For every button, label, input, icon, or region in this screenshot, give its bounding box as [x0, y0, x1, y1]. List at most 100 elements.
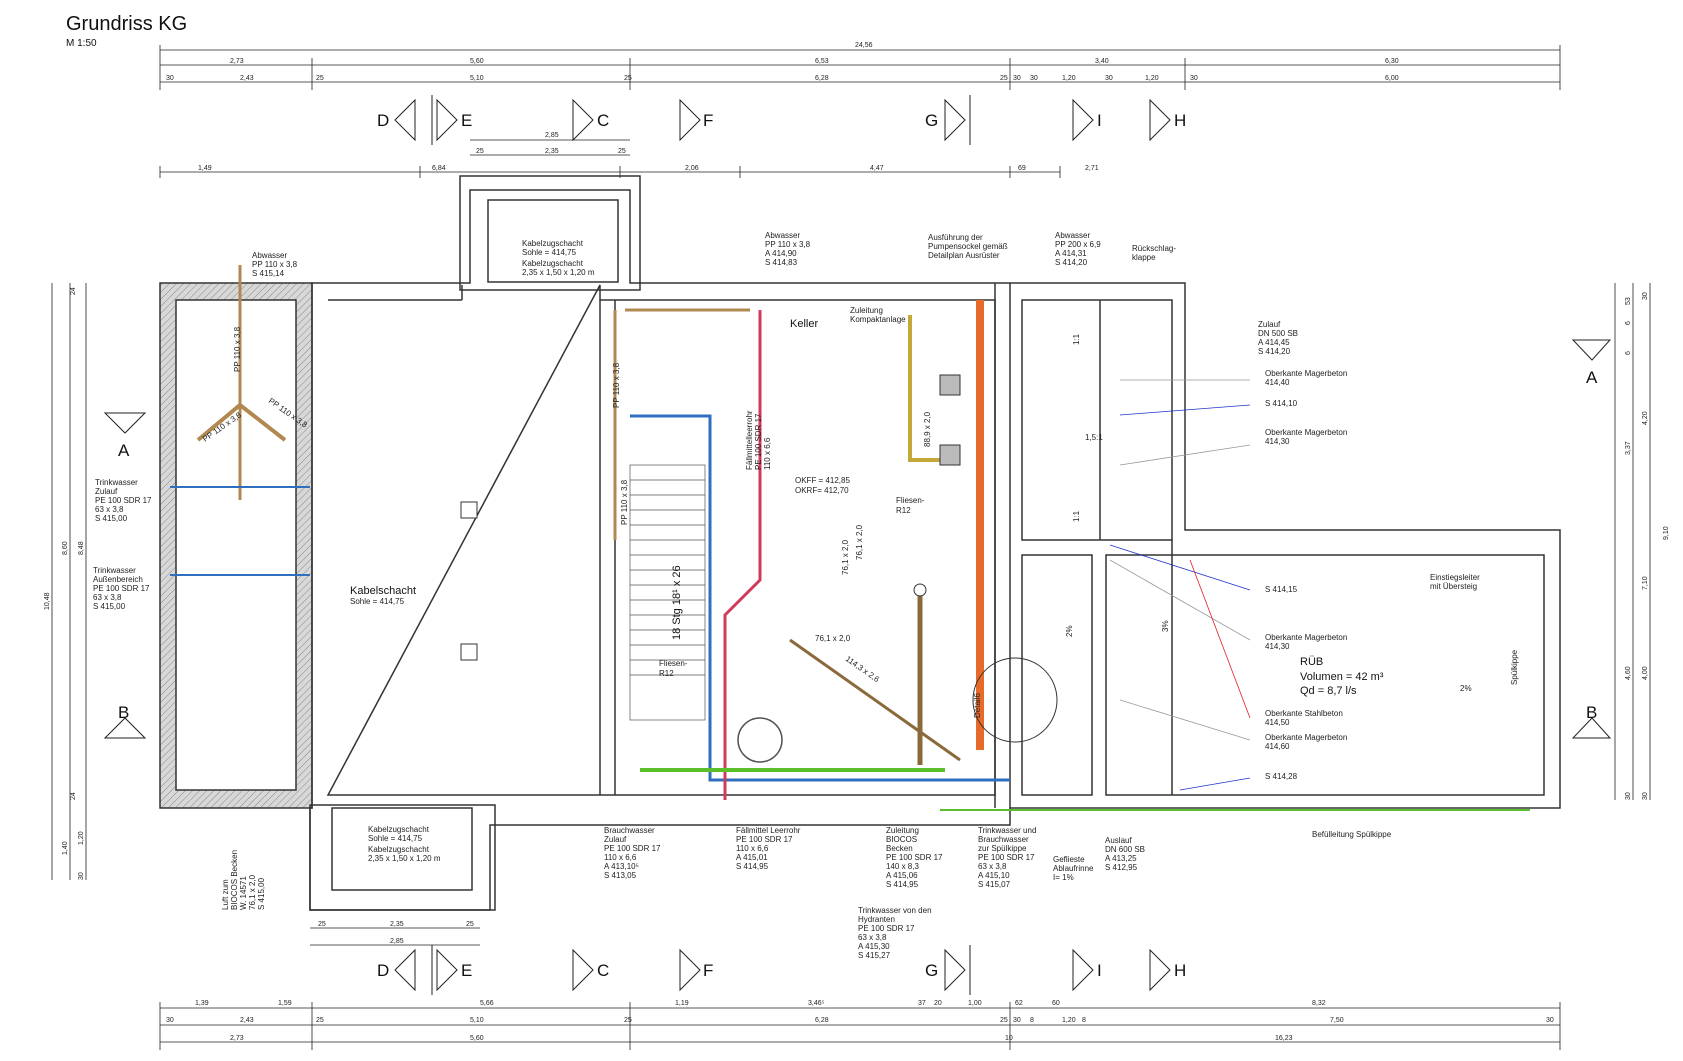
dim-top-r3-6: 2,71 — [1085, 165, 1099, 172]
section-label-d-bot: D — [377, 961, 389, 980]
section-label-i-bot: I — [1097, 961, 1102, 980]
bottom-dimensions — [159, 927, 1561, 1050]
leaders — [1109, 379, 1251, 791]
dim-bot-r3-1: 2,73 — [230, 1035, 244, 1042]
top-dimensions — [160, 49, 1560, 173]
plan-title: Grundriss KG — [66, 13, 187, 35]
svg-text:Befülleitung Spülkippe: Befülleitung Spülkippe — [1312, 830, 1392, 839]
rueb-volumen: Volumen = 42 m³ — [1300, 671, 1384, 683]
section-label-d-top: D — [377, 111, 389, 130]
dim-right-2: 3,37 — [1625, 441, 1632, 455]
dim-bot-r2-9: 8 — [1030, 1017, 1034, 1024]
dim-bot-r3-4: 16,23 — [1275, 1035, 1293, 1042]
svg-text:Detail6: Detail6 — [973, 693, 982, 718]
svg-text:2%: 2% — [1065, 625, 1074, 637]
dim-top-r2-10: 1,20 — [1062, 75, 1076, 82]
dim-bot-7: 20 — [934, 1000, 942, 1007]
dim-left-5: 1,20 — [78, 831, 85, 845]
pipes — [170, 265, 1530, 811]
section-label-a-right: A — [1586, 368, 1598, 387]
dim-bot-r2-13: 30 — [1546, 1017, 1554, 1024]
dim-top-r2-7: 25 — [1000, 75, 1008, 82]
dim-top-r2-14: 6,00 — [1385, 75, 1399, 82]
dim-top-r2-1: 30 — [166, 75, 174, 82]
dim-top-r2-12: 1,20 — [1145, 75, 1159, 82]
dim-top-2: 5,60 — [470, 58, 484, 65]
top-dim-ticks — [159, 45, 1561, 178]
rueb-qd: Qd = 8,7 l/s — [1300, 685, 1357, 697]
dim-shaft-top-3: 2,35 — [545, 148, 559, 155]
dim-top-r2-3: 25 — [316, 75, 324, 82]
dim-bot-r2-1: 30 — [166, 1017, 174, 1024]
dim-bot-2: 1,59 — [278, 1000, 292, 1007]
dim-right-7: 30 — [1642, 292, 1649, 300]
dim-bot-11: 8,32 — [1312, 1000, 1326, 1007]
dim-bot-8: 1,00 — [968, 1000, 982, 1007]
dim-bot-r2-3: 25 — [316, 1017, 324, 1024]
dim-left-8: 30 — [78, 872, 85, 880]
section-label-f-top: F — [703, 111, 713, 130]
dim-shaft-bot-4: 2,85 — [390, 938, 404, 945]
pump-1 — [939, 374, 961, 396]
svg-text:PP 110 x 3,8: PP 110 x 3,8 — [620, 479, 629, 525]
svg-text:PP 110 x 3,8: PP 110 x 3,8 — [612, 362, 621, 408]
section-label-b-right: B — [1586, 703, 1597, 722]
stair-label: 18 Stg 18¹ x 26 — [671, 565, 683, 640]
section-label-h-top: H — [1174, 111, 1186, 130]
svg-text:PP 110 x 3,8: PP 110 x 3,8 — [233, 326, 242, 372]
svg-text:76,1 x 2,0: 76,1 x 2,0 — [841, 539, 850, 575]
section-label-a-left: A — [118, 441, 130, 460]
svg-text:1:1: 1:1 — [1072, 333, 1081, 345]
svg-text:88,9 x 2,0: 88,9 x 2,0 — [923, 411, 932, 447]
section-label-i-top: I — [1097, 111, 1102, 130]
section-label-c-top: C — [597, 111, 609, 130]
svg-text:Fliesen-R12: Fliesen-R12 — [896, 496, 925, 515]
dim-left-3: 8,48 — [78, 541, 85, 555]
dim-bot-3: 5,66 — [480, 1000, 494, 1007]
dim-shaft-top-1: 2,85 — [545, 132, 559, 139]
dim-left-7: 24 — [70, 792, 77, 800]
dim-right-9: 53 — [1625, 297, 1632, 305]
dim-top-r2-6: 6,28 — [815, 75, 829, 82]
svg-text:1,5:1: 1,5:1 — [1085, 433, 1103, 442]
dim-right-12: 30 — [1625, 792, 1632, 800]
column-1 — [460, 501, 478, 519]
svg-text:S 414,10: S 414,10 — [1265, 399, 1298, 408]
plan-scale: M 1:50 — [66, 38, 97, 49]
dim-bot-9: 62 — [1015, 1000, 1023, 1007]
dim-bot-r2-7: 25 — [1000, 1017, 1008, 1024]
dim-bot-4: 1,19 — [675, 1000, 689, 1007]
dim-bot-10: 60 — [1052, 1000, 1060, 1007]
walls — [159, 175, 1561, 911]
dim-left-4: 1,40 — [62, 841, 69, 855]
detail6-marker — [972, 657, 1058, 743]
svg-text:S 414,28: S 414,28 — [1265, 772, 1298, 781]
svg-text:114,3 x 2,6: 114,3 x 2,6 — [844, 654, 882, 684]
dim-right-10: 6 — [1625, 321, 1632, 325]
dim-top-r3-2: 6,84 — [432, 165, 446, 172]
dim-bot-r2-5: 25 — [624, 1017, 632, 1024]
dim-bot-6: 37 — [918, 1000, 926, 1007]
svg-text:76,1 x 2,0: 76,1 x 2,0 — [815, 634, 851, 643]
dim-right-4: 7,10 — [1642, 576, 1649, 590]
pipe-end — [913, 583, 927, 597]
dim-right-3: 4,20 — [1642, 411, 1649, 425]
svg-text:Luft zumBIOCOS BeckenW. 145717: Luft zumBIOCOS BeckenW. 1457176,1 x 2,0S… — [221, 850, 266, 910]
dim-right-11: 6 — [1625, 351, 1632, 355]
dim-bot-5: 3,46⁵ — [808, 1000, 825, 1007]
